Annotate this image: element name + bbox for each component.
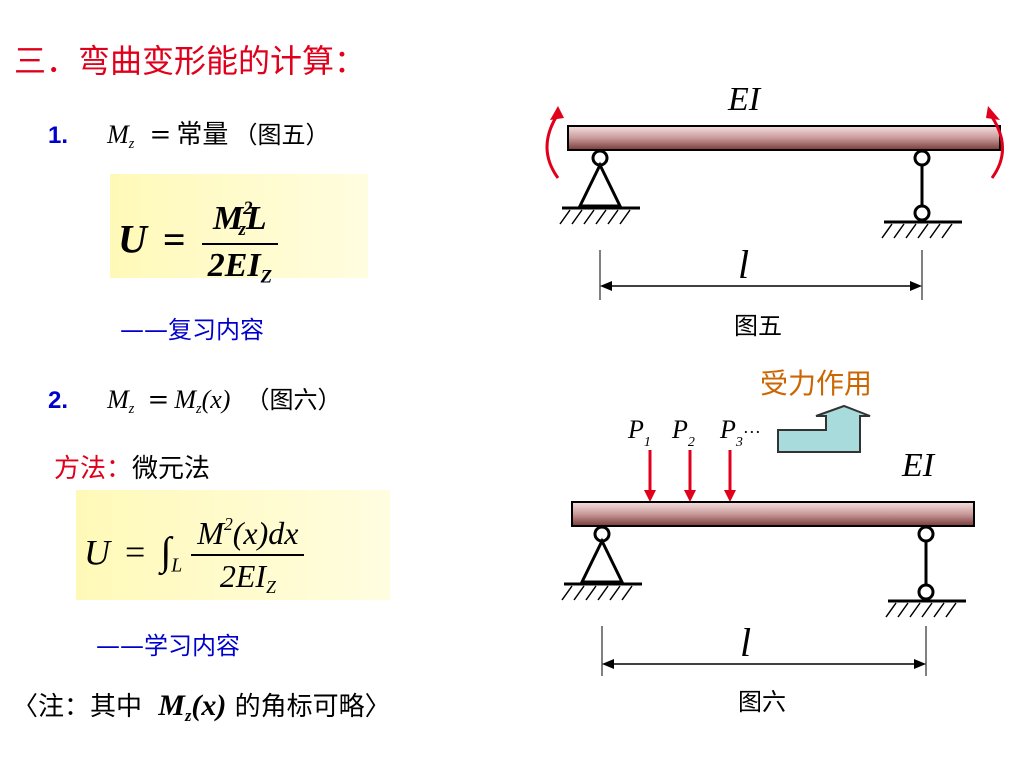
- formula-2-fraction: M2(x)dx 2EIZ: [191, 514, 305, 598]
- figure-ref-5: （图五）: [233, 121, 330, 149]
- roller-bottom-5: [913, 204, 931, 222]
- section-2-number: 2.: [48, 387, 69, 414]
- formula-1-fraction: M2zL 2EIZ: [201, 198, 279, 289]
- page-title: 三．弯曲变形能的计算：: [14, 42, 367, 80]
- ground-hatch-5a: [559, 209, 631, 225]
- beam-5: [567, 125, 1001, 151]
- section-2-line: 2. Mz = Mz(x) （图六）: [48, 385, 342, 417]
- equals-sign: =: [149, 120, 172, 150]
- ei-label-6: EI: [901, 447, 936, 484]
- formula-box-1: U = M2zL 2EIZ: [110, 174, 368, 288]
- study-note: ——学习内容: [96, 632, 240, 660]
- beam-6: [571, 501, 975, 527]
- mz-rhs: Mz(x): [174, 385, 231, 417]
- pin-support-5: [577, 161, 623, 208]
- method-label: 方法：: [54, 454, 133, 484]
- formula-box-2: U = ∫L M2(x)dx 2EIZ: [76, 490, 390, 600]
- load-label-3: P3···: [719, 415, 761, 450]
- formula-1-lhs: U = M2zL 2EIZ: [118, 198, 279, 289]
- load-label-2: P2: [671, 415, 695, 450]
- section-1-line: 1. Mz = 常量 （图五）: [48, 114, 329, 153]
- ground-hatch-6a: [561, 585, 633, 601]
- load-label-1: P1: [627, 415, 651, 450]
- section-1-number: 1.: [48, 122, 69, 149]
- figure-5-caption: 图五: [734, 312, 782, 340]
- constant-text: 常量: [176, 120, 229, 150]
- moment-arrowhead-right: [986, 106, 1000, 120]
- integral-sign: ∫: [160, 528, 172, 574]
- figure-6-caption: 图六: [738, 688, 786, 716]
- figure-6-diagram: P1 P2 P3··· EI l 图六: [561, 415, 975, 716]
- method-line: 方法：微元法: [54, 448, 210, 485]
- span-label-5: l: [738, 242, 749, 287]
- figure-ref-6: （图六）: [245, 386, 342, 414]
- pin-support-6: [579, 537, 625, 584]
- roller-top-5: [913, 149, 931, 167]
- moment-arrow-right: [988, 113, 1004, 179]
- span-label-6: l: [740, 620, 751, 665]
- mz-symbol: Mz: [107, 120, 135, 152]
- figure-5-diagram: EI l 图五: [545, 81, 1004, 340]
- ei-label-5: EI: [727, 81, 762, 118]
- roller-top-6: [917, 525, 935, 543]
- moment-arrow-left: [545, 113, 560, 179]
- roller-bottom-6: [917, 583, 935, 601]
- action-label: 受力作用: [760, 367, 873, 400]
- footnote: 〈注：其中 Mz(x) 的角标可略〉: [12, 689, 391, 725]
- moment-arrowhead-left: [550, 106, 564, 120]
- ground-hatch-5b: [881, 223, 953, 239]
- review-note: ——复习内容: [120, 316, 264, 344]
- ground-hatch-6b: [885, 602, 957, 618]
- mz-lhs: Mz: [107, 385, 135, 417]
- formula-2-lhs: U = ∫L M2(x)dx 2EIZ: [84, 514, 305, 598]
- action-arrow-icon: [777, 404, 871, 453]
- method-text: 微元法: [132, 454, 211, 484]
